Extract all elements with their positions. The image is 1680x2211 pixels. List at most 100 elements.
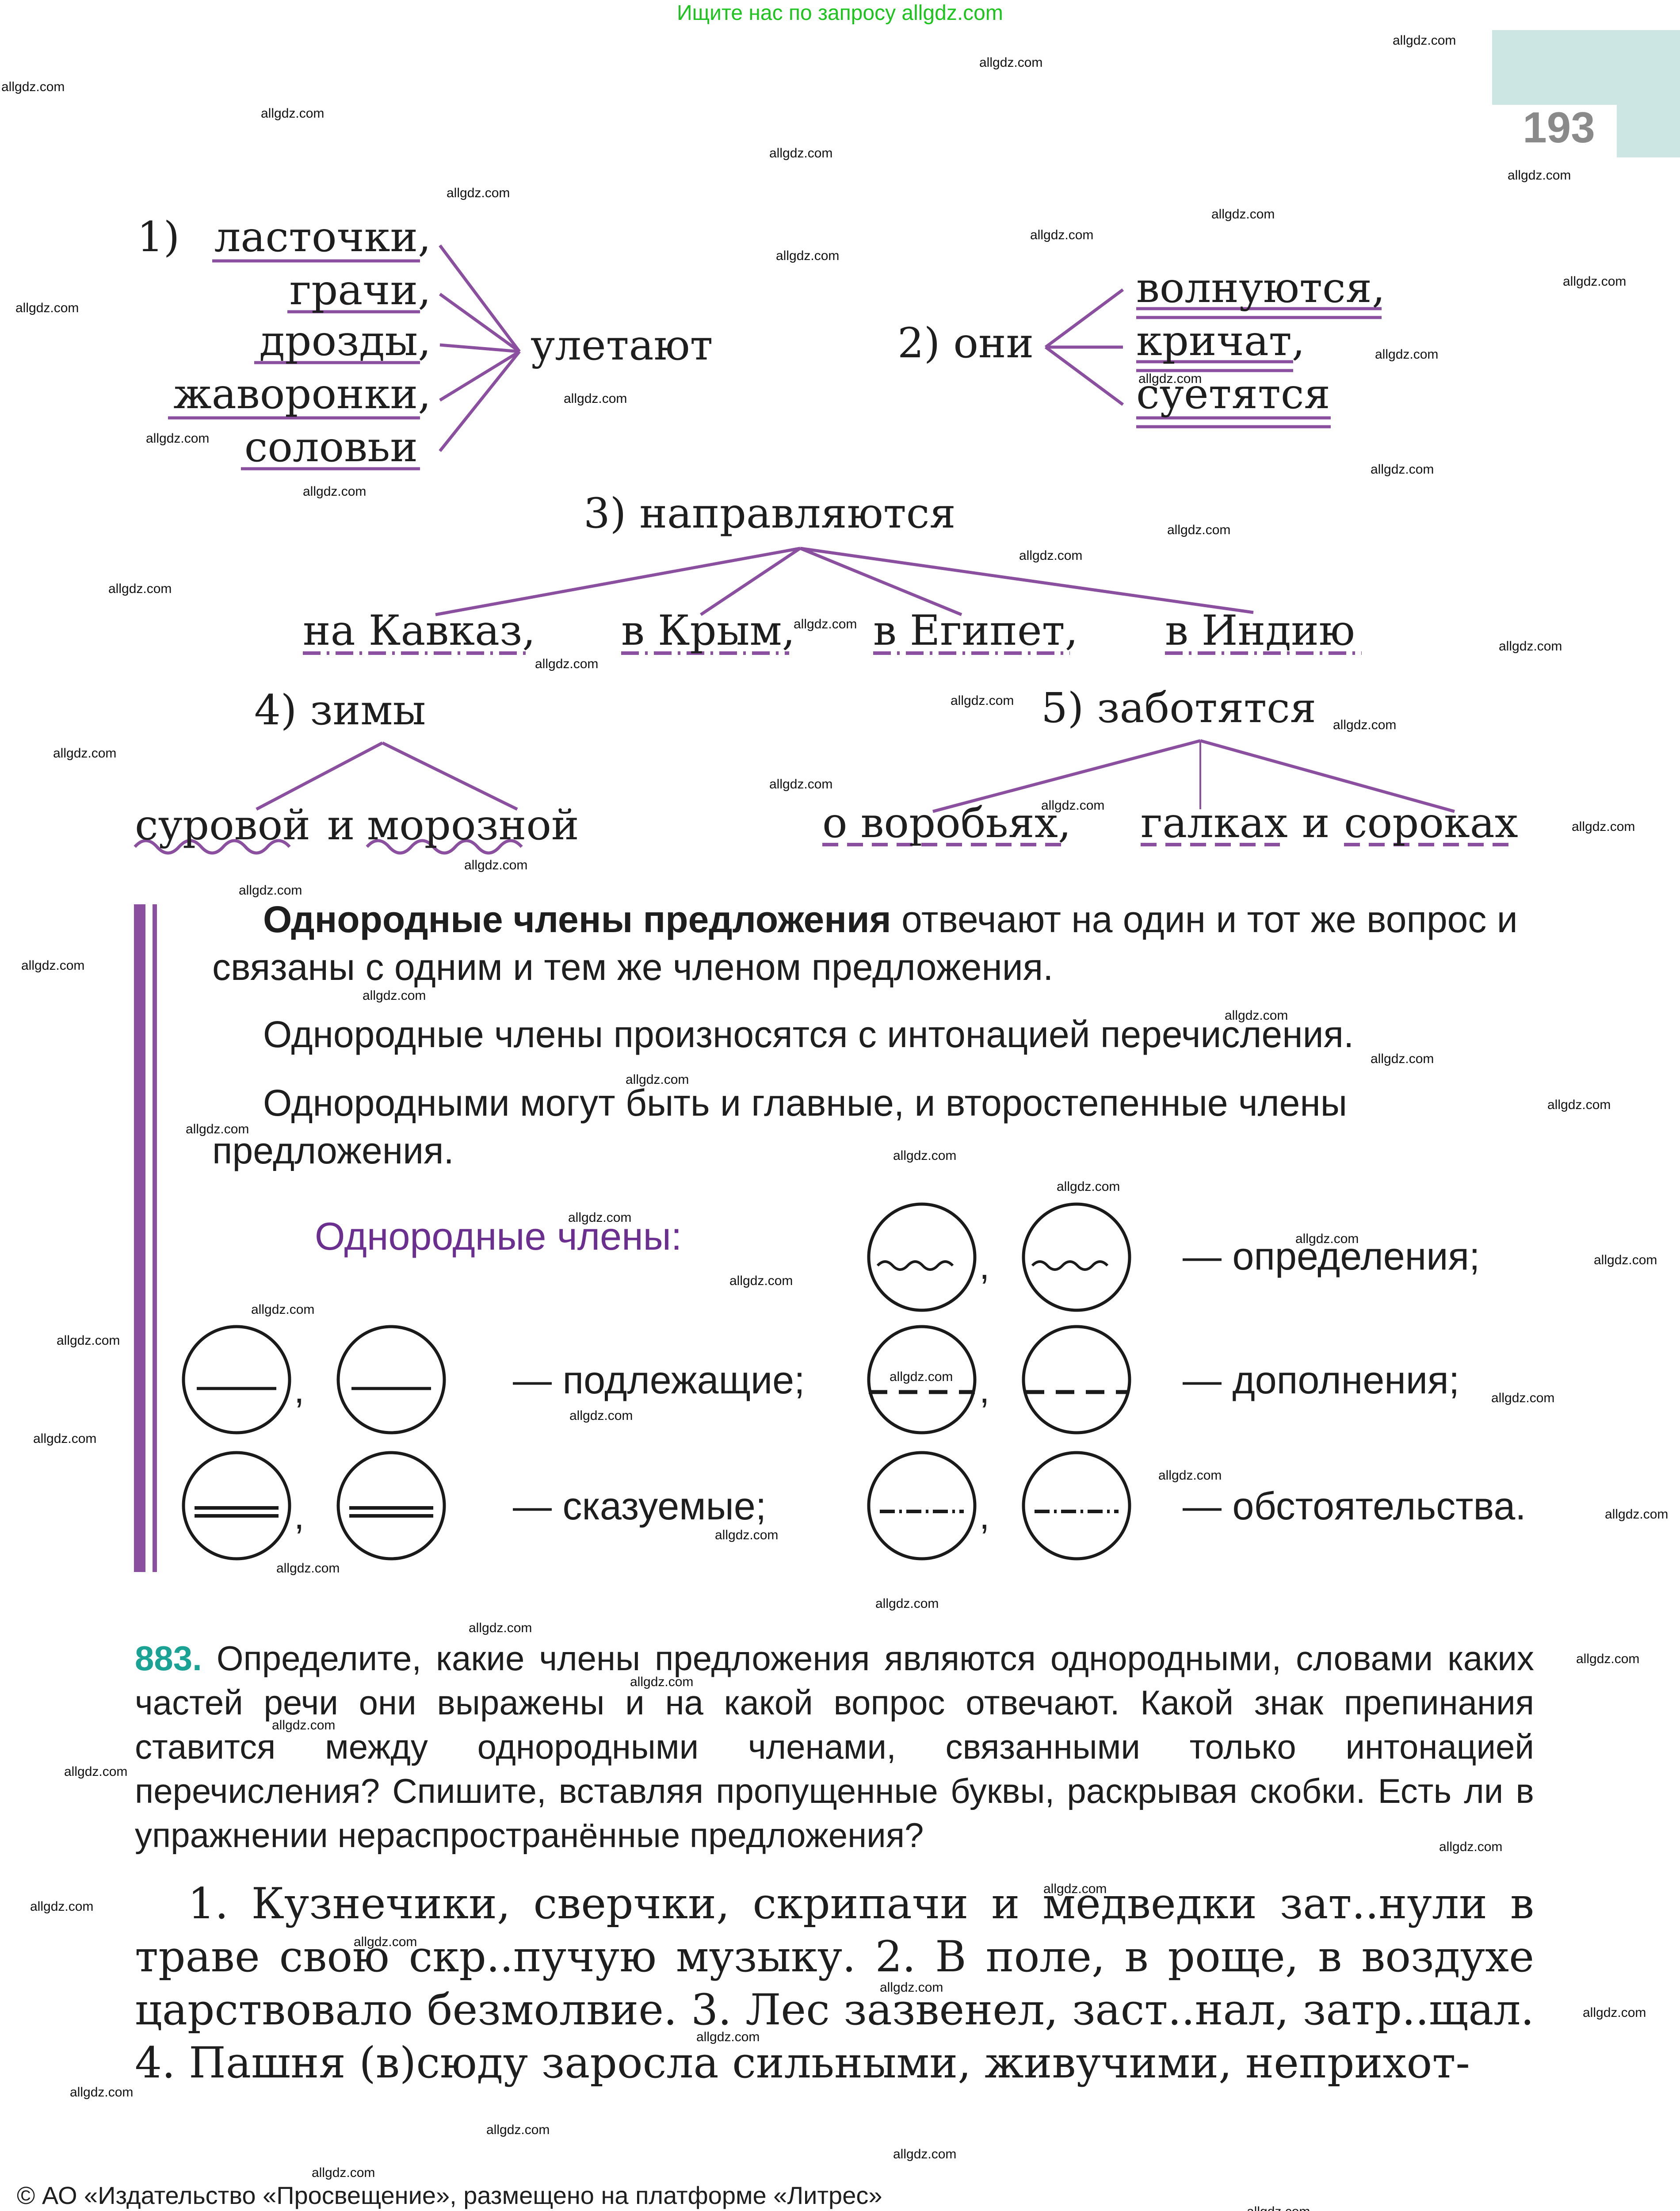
scheme-2-member: кричат, <box>1136 317 1305 365</box>
legend-attributes: — определения; <box>1183 1234 1480 1278</box>
search-banner[interactable]: Ищите нас по запросу allgdz.com <box>677 1 1003 25</box>
watermark: allgdz.com <box>21 958 85 973</box>
watermark: allgdz.com <box>272 1718 336 1733</box>
legend-comma: , <box>979 1369 990 1411</box>
watermark: allgdz.com <box>1371 462 1434 477</box>
rule-paragraph-1: Однородные члены предложения отвечают на… <box>212 895 1539 991</box>
watermark: allgdz.com <box>979 55 1043 70</box>
watermark: allgdz.com <box>30 1899 94 1914</box>
scheme-2-member: суетятся <box>1136 370 1330 418</box>
watermark: allgdz.com <box>354 1935 417 1949</box>
watermark: allgdz.com <box>312 2165 375 2180</box>
watermark: allgdz.com <box>1371 1052 1434 1066</box>
exercise-number: 883. <box>135 1639 202 1678</box>
watermark: allgdz.com <box>464 858 528 872</box>
watermark: allgdz.com <box>568 1210 632 1225</box>
watermark: allgdz.com <box>1594 1253 1657 1267</box>
watermark: allgdz.com <box>15 301 79 315</box>
watermark: allgdz.com <box>1 80 65 94</box>
legend-comma: , <box>979 1495 990 1537</box>
watermark: allgdz.com <box>1572 819 1635 834</box>
watermark: allgdz.com <box>1393 33 1456 48</box>
watermark: allgdz.com <box>1019 548 1083 563</box>
legend-objects: — дополнения; <box>1183 1358 1460 1402</box>
watermark: allgdz.com <box>33 1431 97 1446</box>
legend-comma: , <box>294 1495 305 1537</box>
watermark: allgdz.com <box>186 1122 249 1136</box>
legend-adverbials: — обстоятельства. <box>1183 1484 1526 1528</box>
watermark: allgdz.com <box>1333 718 1397 732</box>
watermark: allgdz.com <box>70 2085 134 2100</box>
exercise-instructions: Определите, какие члены предложения явля… <box>135 1639 1534 1855</box>
watermark: allgdz.com <box>776 249 840 263</box>
legend-symbols <box>182 1202 1131 1561</box>
watermark: allgdz.com <box>447 186 510 200</box>
watermark: allgdz.com <box>64 1764 128 1779</box>
scheme-2-member: волнуются, <box>1136 264 1385 312</box>
watermark: allgdz.com <box>1158 1468 1222 1483</box>
watermark: allgdz.com <box>57 1333 120 1348</box>
scheme-3-member: в Крым, <box>621 607 795 655</box>
scheme-5-conjunction: и <box>1302 799 1330 847</box>
watermark: allgdz.com <box>53 746 117 761</box>
watermark: allgdz.com <box>251 1302 315 1317</box>
watermark: allgdz.com <box>1499 639 1562 654</box>
watermark: allgdz.com <box>1439 1840 1503 1854</box>
scheme-5-member: галках <box>1141 799 1288 847</box>
watermark: allgdz.com <box>261 106 325 121</box>
scheme-5-member: сороках <box>1344 799 1518 847</box>
watermark: allgdz.com <box>890 1369 953 1384</box>
watermark: allgdz.com <box>769 777 833 792</box>
scheme-4-member: суровой <box>135 801 310 849</box>
scheme-3-member: на Кавказ, <box>303 607 536 655</box>
watermark: allgdz.com <box>1167 523 1231 537</box>
watermark: allgdz.com <box>1491 1391 1555 1405</box>
legend-subjects: — подлежащие; <box>513 1358 805 1402</box>
watermark: allgdz.com <box>715 1528 779 1542</box>
watermark: allgdz.com <box>893 1148 957 1163</box>
exercise-task: 883. Определите, какие члены предложения… <box>135 1636 1534 1857</box>
page-number: 193 <box>1523 103 1595 152</box>
watermark: allgdz.com <box>569 1408 633 1423</box>
scheme-3-member: в Индию <box>1165 607 1355 655</box>
watermark: allgdz.com <box>626 1072 689 1087</box>
scheme-5-label: 5) заботятся <box>1041 684 1317 732</box>
watermark: allgdz.com <box>1605 1507 1669 1522</box>
watermark: allgdz.com <box>276 1561 340 1576</box>
scheme-1-label: 1) <box>137 213 180 261</box>
watermark: allgdz.com <box>564 391 627 406</box>
watermark: allgdz.com <box>1057 1179 1120 1194</box>
legend-comma: , <box>979 1245 990 1287</box>
legend-title: Однородные члены: <box>315 1214 682 1258</box>
rule-definition: отвечают на один и тот же вопрос и связа… <box>212 899 1518 988</box>
watermark: allgdz.com <box>769 146 833 161</box>
watermark: allgdz.com <box>146 431 210 446</box>
page-tab-inner <box>1492 105 1617 157</box>
watermark: allgdz.com <box>1375 347 1439 362</box>
scheme-5-member: о воробьях, <box>822 799 1071 847</box>
scheme-2-label: 2) они <box>897 319 1034 367</box>
scheme-1-member: соловьи <box>244 423 418 471</box>
rule-bar-thick <box>134 904 145 1572</box>
rule-bar-thin <box>153 904 157 1572</box>
watermark: allgdz.com <box>1508 168 1571 183</box>
rule-term: Однородные члены предложения <box>263 899 891 940</box>
watermark: allgdz.com <box>1043 1882 1107 1896</box>
legend-predicates: — сказуемые; <box>513 1484 767 1528</box>
scheme-1-head: улетают <box>531 321 713 370</box>
watermark: allgdz.com <box>630 1675 694 1689</box>
scheme-4-member: морозной <box>367 801 579 849</box>
watermark: allgdz.com <box>729 1274 793 1288</box>
rule-paragraph-2: Однородные члены произносятся с интонаци… <box>212 1010 1539 1058</box>
watermark: allgdz.com <box>1225 1008 1288 1023</box>
watermark: allgdz.com <box>1295 1232 1359 1246</box>
rule-main-secondary: Однородными могут быть и главные, и втор… <box>212 1082 1348 1171</box>
rule-intonation: Однородные члены произносятся с интонаци… <box>263 1014 1354 1055</box>
rule-paragraph-3: Однородными могут быть и главные, и втор… <box>212 1079 1539 1174</box>
scheme-lines <box>134 244 1516 855</box>
scheme-1-member: жаворонки, <box>173 370 431 418</box>
scheme-1-member: грачи, <box>289 266 431 314</box>
legend-comma: , <box>294 1369 305 1411</box>
watermark: allgdz.com <box>893 2147 957 2161</box>
watermark: allgdz.com <box>1030 228 1094 242</box>
